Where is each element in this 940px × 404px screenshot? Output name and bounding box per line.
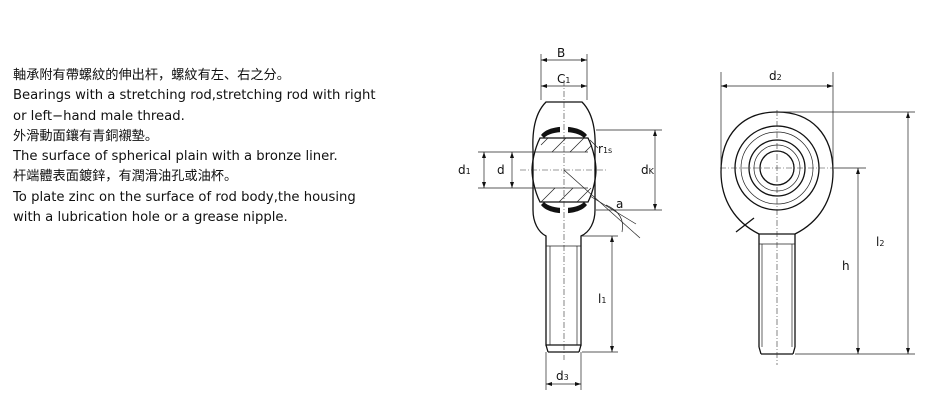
- label-d3: d3: [556, 369, 569, 383]
- description-line: Bearings with a stretching rod,stretchin…: [13, 88, 376, 104]
- side-section-view: [478, 54, 662, 390]
- description-line: 軸承附有帶螺紋的伸出杆，螺紋有左、右之分。: [13, 68, 290, 83]
- label-d: d: [497, 163, 505, 177]
- description-line: To plate zinc on the surface of rod body…: [13, 189, 356, 205]
- front-view: [720, 72, 915, 365]
- label-d1: d1: [458, 163, 471, 177]
- label-dK: dK: [641, 163, 655, 177]
- description-line: 杆端體表面鍍鋅，有潤滑油孔或油杯。: [13, 169, 238, 185]
- description-line: The surface of spherical plain with a br…: [13, 149, 338, 165]
- description-line: or left−hand male thread.: [13, 108, 185, 124]
- description-text: 軸承附有帶螺紋的伸出杆，螺紋有左、右之分。 Bearings with a st…: [13, 66, 433, 228]
- label-d2: d2: [769, 69, 782, 83]
- label-h: h: [842, 259, 850, 273]
- label-r1s: r1s: [598, 142, 612, 156]
- label-a: a: [616, 197, 623, 211]
- label-B: B: [557, 46, 565, 60]
- description-line: with a lubrication hole or a grease nipp…: [13, 210, 288, 226]
- label-l1: l1: [598, 292, 606, 306]
- label-C1: C1: [557, 72, 570, 86]
- label-l2: l2: [876, 235, 884, 249]
- description-line: 外滑動面鑲有青銅襯墊。: [13, 128, 159, 144]
